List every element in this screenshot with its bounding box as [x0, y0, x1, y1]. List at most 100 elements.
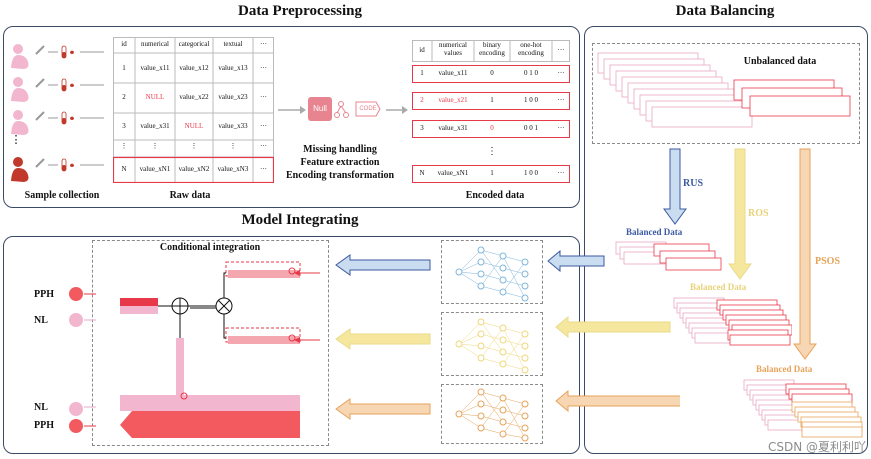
- encoded-cell: 1: [420, 69, 424, 77]
- encoded-cell: 0 0 1: [524, 124, 538, 132]
- output-arrows: [69, 287, 96, 433]
- raw-cell: value_xN2: [178, 165, 210, 173]
- raw-cell: value_x13: [218, 64, 248, 72]
- null-badge: Null: [313, 104, 327, 113]
- code-badge: CODE: [359, 106, 377, 112]
- raw-cell: value_x33: [218, 122, 248, 130]
- balancing-panel: [584, 26, 868, 454]
- raw-cell-null: NULL: [184, 122, 204, 130]
- raw-cell: value_x12: [179, 64, 209, 72]
- method-rus: RUS: [683, 178, 704, 189]
- raw-data-table: id numerical categorical textual ··· 1 v…: [113, 37, 274, 183]
- balanced-label-ros: Balanced Data: [690, 282, 747, 292]
- encoded-cell: ···: [557, 69, 565, 77]
- method-ros: ROS: [748, 208, 769, 219]
- raw-cell: ···: [260, 165, 267, 173]
- raw-cell: value_xN1: [139, 165, 171, 173]
- raw-cell: value_x23: [218, 93, 248, 101]
- neural-networks-graphic: [455, 246, 529, 442]
- raw-header: textual: [223, 40, 243, 48]
- raw-cell: ⋮: [151, 142, 159, 150]
- step-encoding: Encoding transformation: [285, 170, 395, 181]
- processing-arrow: [278, 97, 408, 121]
- sample-collection-label: Sample collection: [24, 190, 100, 201]
- balanced-rus-graphic: [615, 241, 722, 271]
- balanced-label-rus: Balanced Data: [626, 227, 683, 237]
- encoded-cell: 0: [490, 69, 494, 77]
- svg-text:⋮: ⋮: [11, 134, 22, 146]
- nn-box-ros: [441, 312, 543, 376]
- encoded-header: id: [419, 46, 425, 54]
- step-missing: Missing handling: [303, 144, 377, 155]
- feed-arrows: [547, 250, 680, 413]
- feature-icon: [338, 101, 344, 107]
- raw-cell: ···: [260, 122, 267, 130]
- balanced-psos-graphic: [743, 379, 863, 438]
- encoded-cell: 1: [490, 169, 494, 177]
- raw-cell: 1: [122, 64, 126, 72]
- integration-graphic: [120, 261, 320, 438]
- psos-arrow: [793, 148, 817, 360]
- rus-arrow: [663, 148, 687, 225]
- encoded-cell: value_x31: [438, 124, 468, 132]
- encoded-cell: ···: [557, 124, 565, 132]
- encoded-header: one-hot encoding: [518, 41, 544, 57]
- output-pph-bottom: PPH: [34, 420, 54, 431]
- encoded-header: numerical values: [439, 41, 467, 57]
- encoded-cell: value_x11: [438, 69, 468, 77]
- unbalanced-data-graphic: [597, 52, 851, 128]
- raw-header: id: [121, 40, 127, 48]
- balanced-label-psos: Balanced Data: [756, 364, 813, 374]
- encoded-header: ···: [557, 46, 565, 54]
- title-integrating: Model Integrating: [241, 212, 359, 228]
- raw-cell: ⋮: [229, 142, 237, 150]
- unbalanced-label: Unbalanced data: [743, 56, 817, 67]
- watermark: CSDN @夏利利吖: [767, 440, 866, 454]
- encoded-cell: ···: [557, 169, 565, 177]
- null-icon: [308, 97, 332, 121]
- encoded-data-table: id numerical values binary encoding one-…: [412, 40, 570, 188]
- raw-cell: ···: [260, 93, 267, 101]
- encoded-cell: 0: [490, 124, 494, 132]
- title-balancing: Data Balancing: [675, 3, 775, 19]
- encoded-cell: N: [419, 169, 425, 177]
- encoded-cell: 1 0 0: [524, 96, 538, 104]
- conditional-integration-box: [92, 240, 329, 446]
- integrating-panel: [3, 236, 580, 454]
- raw-cell: ⋮: [190, 142, 198, 150]
- raw-cell-null: NULL: [145, 93, 165, 101]
- output-pph-top: PPH: [34, 289, 54, 300]
- balanced-ros-graphic: [673, 297, 792, 346]
- unbalanced-box: [592, 43, 860, 144]
- balancing-arrows: [663, 148, 817, 360]
- nn-box-rus: [441, 240, 543, 304]
- raw-cell: ···: [260, 142, 267, 150]
- encoded-cell: ⋮: [487, 146, 497, 157]
- raw-header: categorical: [178, 40, 210, 48]
- raw-data-label: Raw data: [169, 190, 211, 201]
- ros-arrow: [728, 148, 752, 280]
- output-nl-bottom: NL: [34, 402, 48, 413]
- encoded-cell: value_xN1: [437, 169, 469, 177]
- nn-box-psos: [441, 384, 543, 444]
- encoded-header: binary encoding: [479, 41, 505, 57]
- raw-header: ···: [260, 40, 267, 48]
- raw-cell: ⋮: [120, 142, 128, 150]
- encoded-cell: 1 0 0: [524, 169, 538, 177]
- raw-cell: value_x11: [140, 64, 170, 72]
- raw-cell: value_xN3: [217, 165, 249, 173]
- raw-cell: value_x22: [179, 93, 209, 101]
- encoded-cell: 3: [420, 124, 424, 132]
- sample-collection-graphic: ⋮: [11, 44, 104, 182]
- step-feature: Feature extraction: [300, 157, 380, 168]
- output-nl-top: NL: [34, 315, 48, 326]
- encoded-cell: 2: [420, 96, 424, 104]
- preprocessing-panel: [3, 26, 580, 208]
- encoded-data-label: Encoded data: [465, 190, 525, 201]
- raw-cell: ···: [260, 64, 267, 72]
- nn-output-arrows: [335, 254, 431, 420]
- conditional-integration-title: Conditional integration: [159, 242, 261, 253]
- method-psos: PSOS: [815, 256, 841, 267]
- title-preprocessing: Data Preprocessing: [237, 3, 362, 19]
- encoded-cell: ···: [557, 96, 565, 104]
